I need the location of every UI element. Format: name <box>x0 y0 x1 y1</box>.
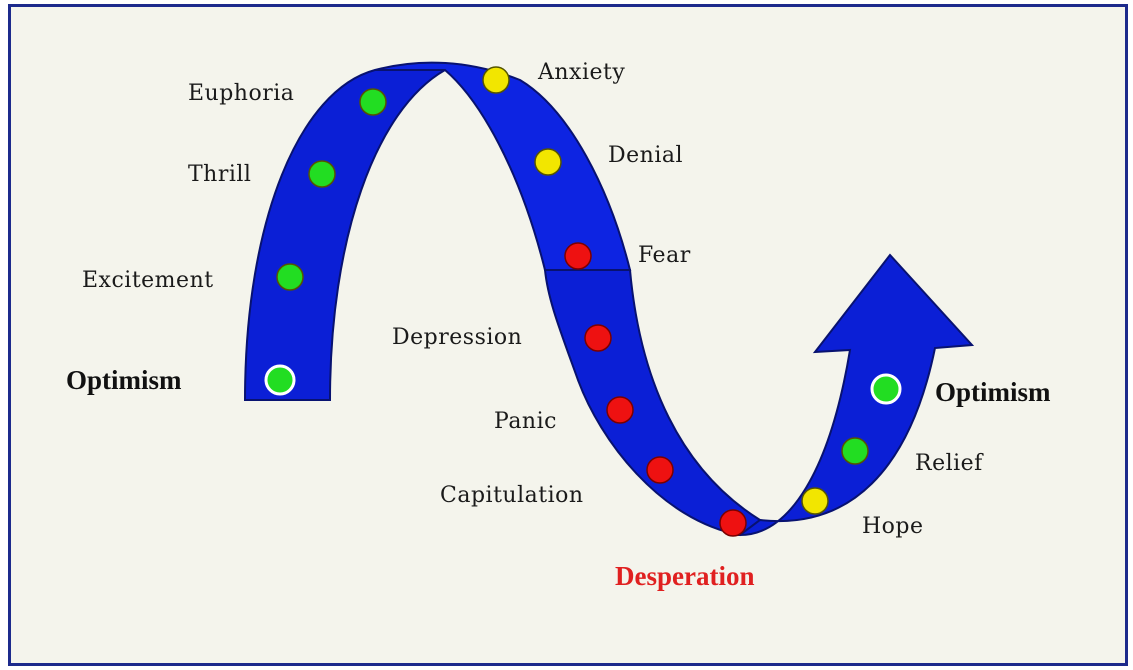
stage-label-hope-11: Hope <box>862 514 924 539</box>
ribbon-recovery-arrow <box>736 253 975 537</box>
stage-dot-panic-8 <box>606 396 634 424</box>
stage-dot-fear-6 <box>564 242 592 270</box>
ribbon-rise <box>243 69 449 401</box>
stage-dot-optimism-0 <box>264 364 296 396</box>
ribbon-fall-top <box>374 61 632 271</box>
stage-dot-euphoria-3 <box>359 88 387 116</box>
stage-label-optimism-0: Optimism <box>66 365 182 395</box>
stage-label-denial-5: Denial <box>608 143 683 168</box>
stage-label-excitement-1: Excitement <box>82 268 214 293</box>
stage-dot-denial-5 <box>534 148 562 176</box>
stage-label-panic-8: Panic <box>494 409 557 434</box>
stage-dot-relief-12 <box>841 437 869 465</box>
stage-dot-thrill-2 <box>308 160 336 188</box>
stage-label-capitulation-9: Capitulation <box>440 483 584 508</box>
stage-dot-capitulation-9 <box>646 456 674 484</box>
stage-label-optimism-13: Optimism <box>935 377 1051 407</box>
stage-label-fear-6: Fear <box>638 243 691 268</box>
stage-dot-desperation-10 <box>719 509 747 537</box>
stage-label-euphoria-3: Euphoria <box>188 81 294 106</box>
stage-dot-anxiety-4 <box>482 66 510 94</box>
stage-label-depression-7: Depression <box>392 325 522 350</box>
stage-dot-optimism-13 <box>870 373 902 405</box>
stage-label-relief-12: Relief <box>915 451 984 476</box>
stage-label-anxiety-4: Anxiety <box>537 60 625 85</box>
stage-label-thrill-2: Thrill <box>188 162 251 187</box>
stage-dot-excitement-1 <box>276 263 304 291</box>
stage-label-desperation-10: Desperation <box>615 561 754 591</box>
stage-dot-hope-11 <box>801 487 829 515</box>
stage-dot-depression-7 <box>584 324 612 352</box>
